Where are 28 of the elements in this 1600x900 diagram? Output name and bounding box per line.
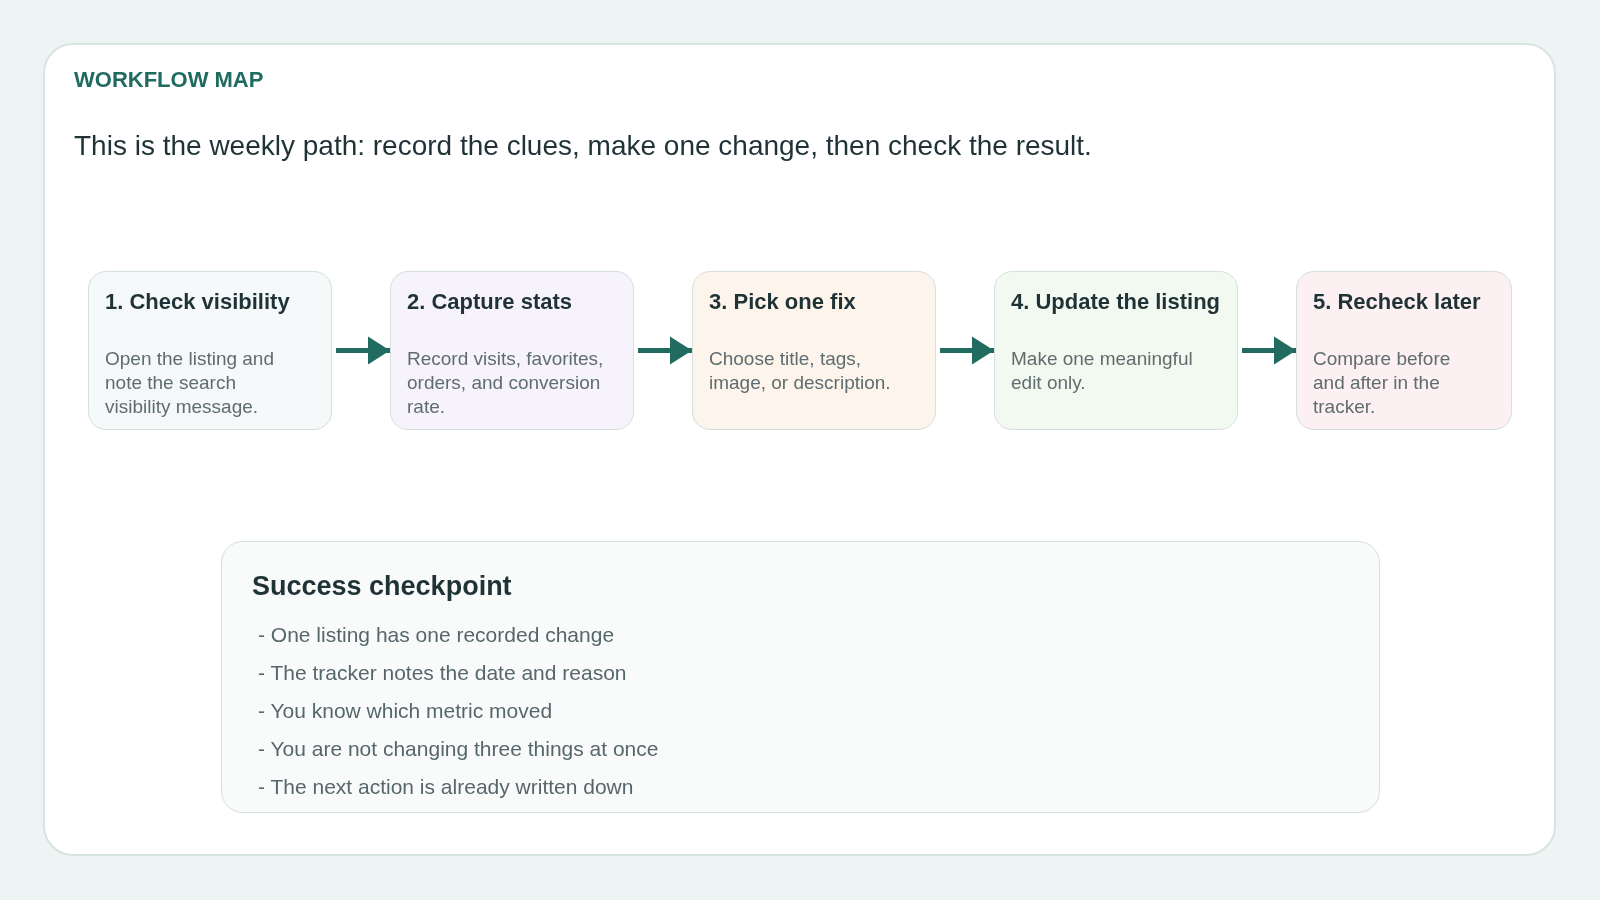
step-title: 2. Capture stats [407,289,573,315]
checklist-item: - The next action is already written down [258,774,634,800]
step-card [994,271,1238,430]
section-heading: WORKFLOW MAP [74,67,264,93]
step-title: 3. Pick one fix [709,289,856,315]
arrow [336,336,390,365]
step-title: 1. Check visibility [105,289,290,315]
step-title: 5. Recheck later [1313,289,1481,315]
step-description: Choose title, tags, image, or description. [709,347,892,395]
checklist-item: - You are not changing three things at once [258,736,659,762]
checklist-item: - You know which metric moved [258,698,553,724]
arrow [638,336,692,365]
panel-heading: Success checkpoint [252,570,512,602]
intro-text: This is the weekly path: record the clues, make one change, then check the result. [74,129,1092,163]
step-description: Open the listing and note the search visibility message. [105,347,275,419]
step-description: Make one meaningful edit only. [1011,347,1194,395]
checklist-item: - One listing has one recorded change [258,622,615,648]
step-title: 4. Update the listing [1011,289,1221,315]
step-card [692,271,936,430]
checklist-item: - The tracker notes the date and reason [258,660,627,686]
step-description: Compare before and after in the tracker. [1313,347,1452,419]
arrow [940,336,994,365]
checkpoint-panel [221,541,1380,813]
step-card [390,271,634,430]
step-card [88,271,332,430]
arrow [1242,336,1296,365]
step-description: Record visits, favorites, orders, and conversion rate. [407,347,605,419]
step-card [1296,271,1512,430]
